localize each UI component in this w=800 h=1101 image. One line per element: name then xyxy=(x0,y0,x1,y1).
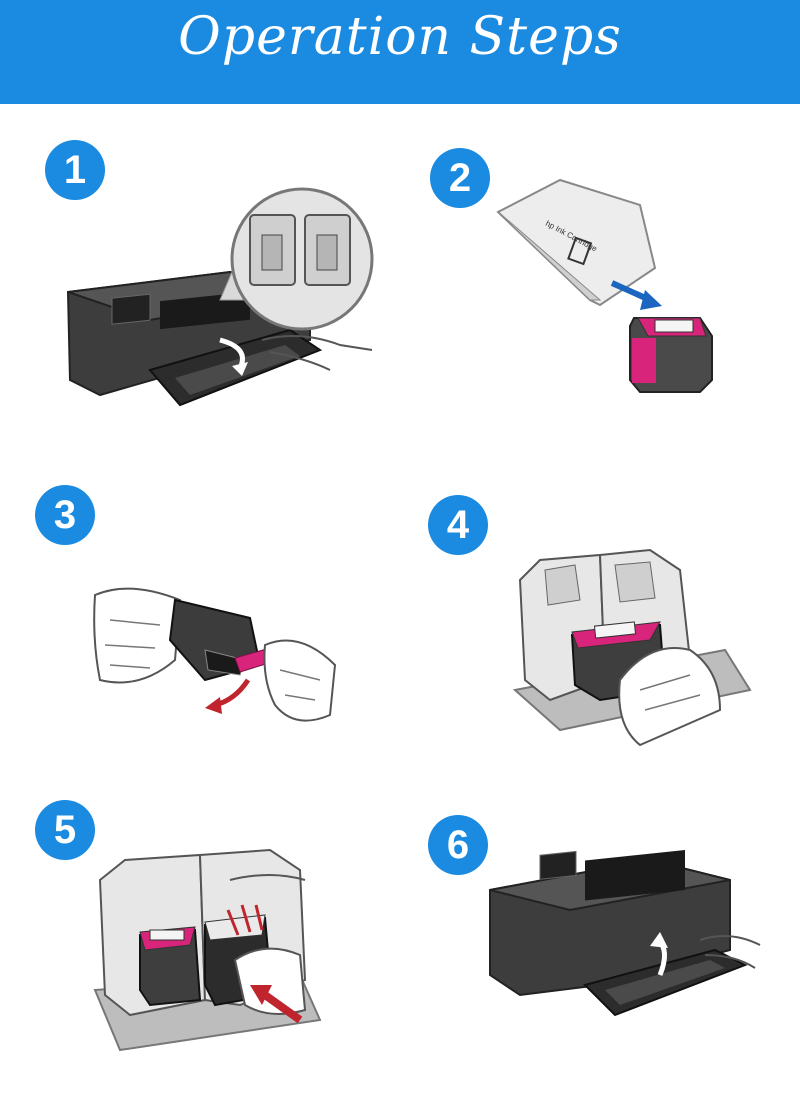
header-banner: Operation Steps xyxy=(0,0,800,104)
step-number-badge: 4 xyxy=(428,495,488,555)
page-title: Operation Steps xyxy=(178,7,622,67)
step-number-badge: 1 xyxy=(45,140,105,200)
step-number-badge: 5 xyxy=(35,800,95,860)
step-number-badge: 3 xyxy=(35,485,95,545)
step-number-badge: 6 xyxy=(428,815,488,875)
step-number-badge: 2 xyxy=(430,148,490,208)
